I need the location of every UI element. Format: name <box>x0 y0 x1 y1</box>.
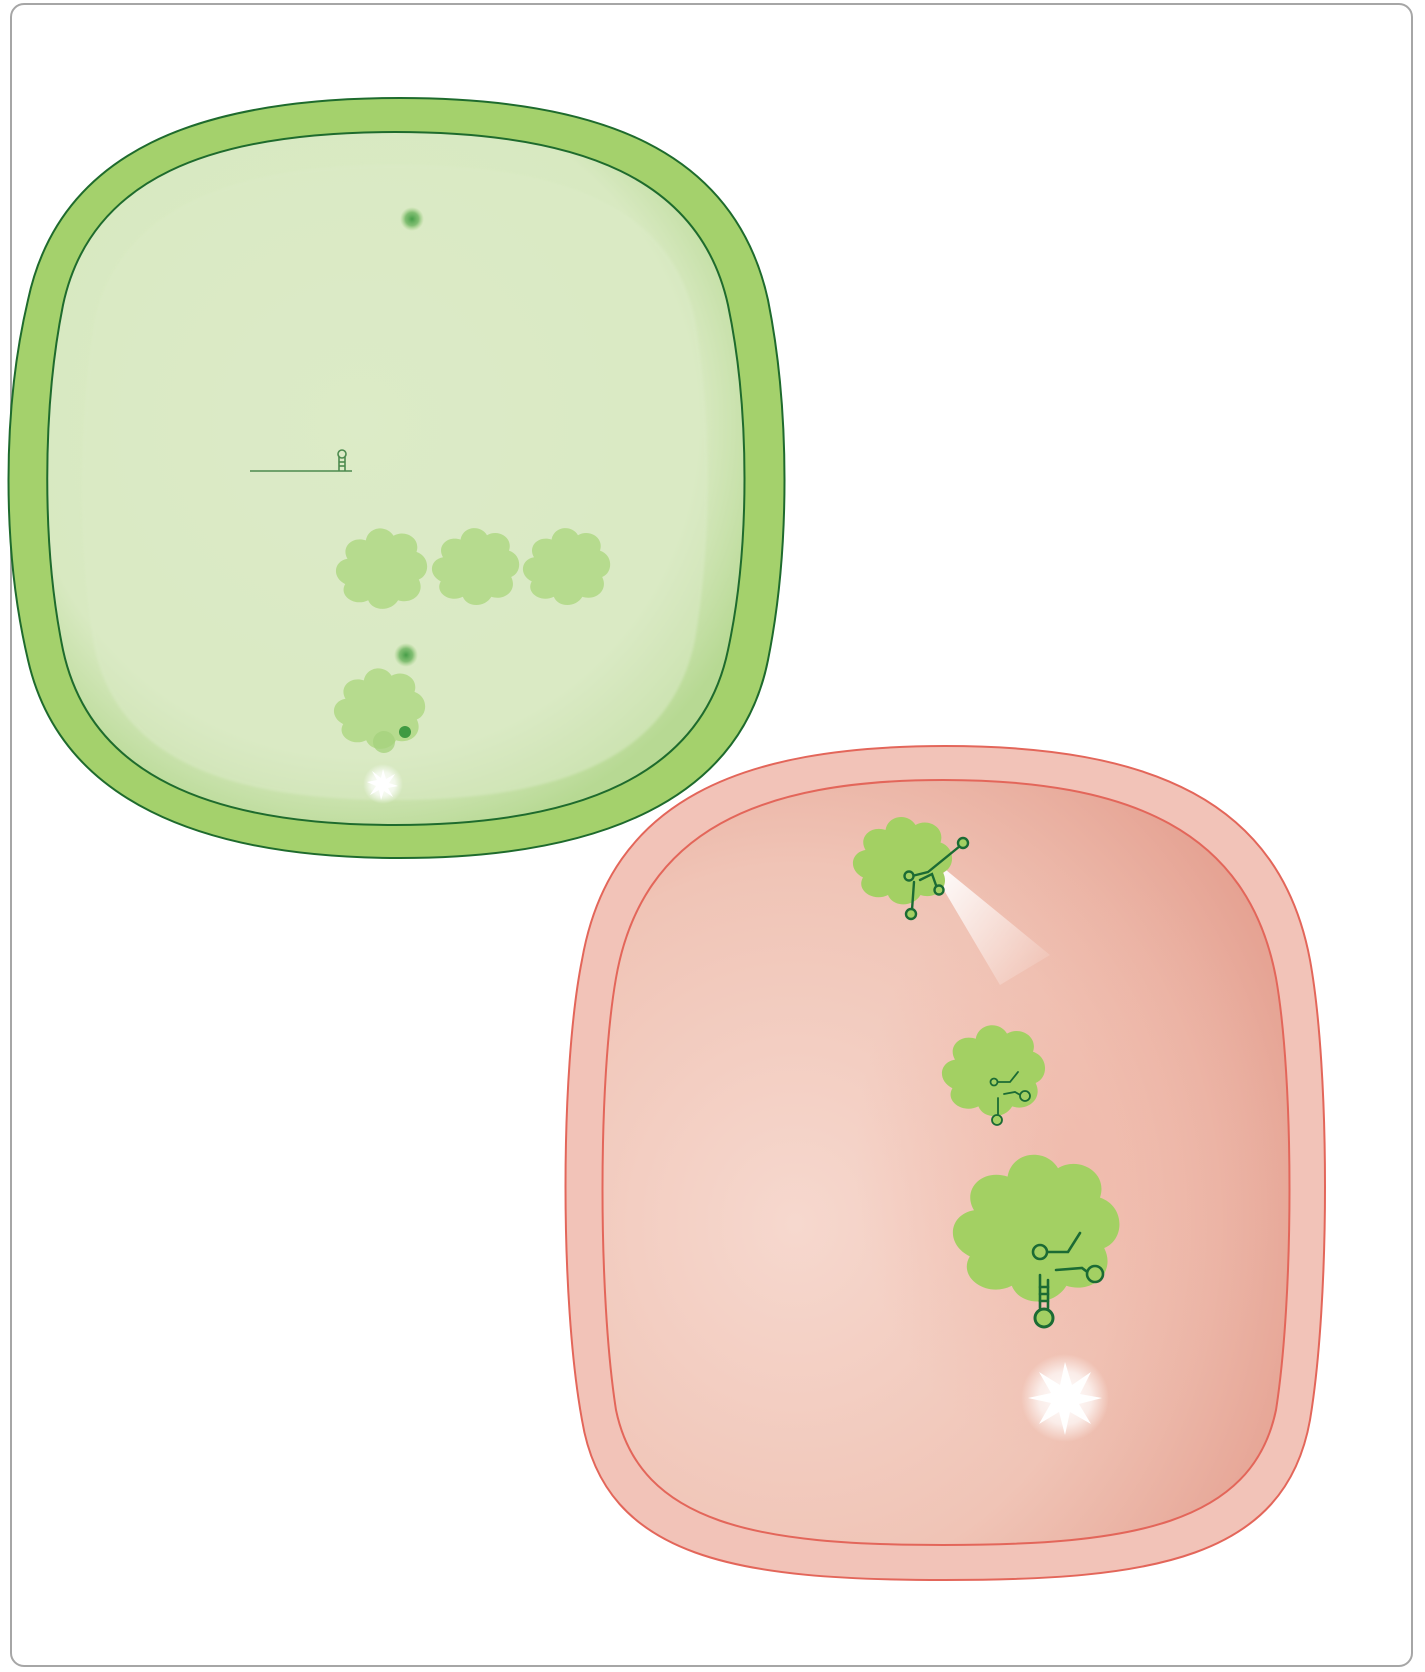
fluorescent-protein-dot <box>394 643 418 667</box>
red-cell-sheen <box>855 860 1285 1460</box>
green-cell-inner-sheen <box>82 165 708 800</box>
ribosome-complex <box>852 816 1050 985</box>
fluorescent-protein-dot <box>399 726 411 738</box>
mrna-strand <box>250 449 352 472</box>
fluorescent-glow <box>373 731 395 753</box>
green-cell <box>7 96 786 860</box>
fluorescent-protein-dot <box>400 207 424 231</box>
flash-spark <box>1021 1354 1109 1442</box>
light-beam <box>938 870 1050 985</box>
trna-molecule <box>989 1071 1031 1126</box>
flash-spark <box>363 764 403 804</box>
ribosome-complex <box>952 1154 1120 1329</box>
trna-molecule <box>1031 1231 1105 1329</box>
red-cell <box>564 744 1326 1582</box>
trna-molecule <box>903 836 970 921</box>
ribosome-complex <box>941 1025 1046 1126</box>
